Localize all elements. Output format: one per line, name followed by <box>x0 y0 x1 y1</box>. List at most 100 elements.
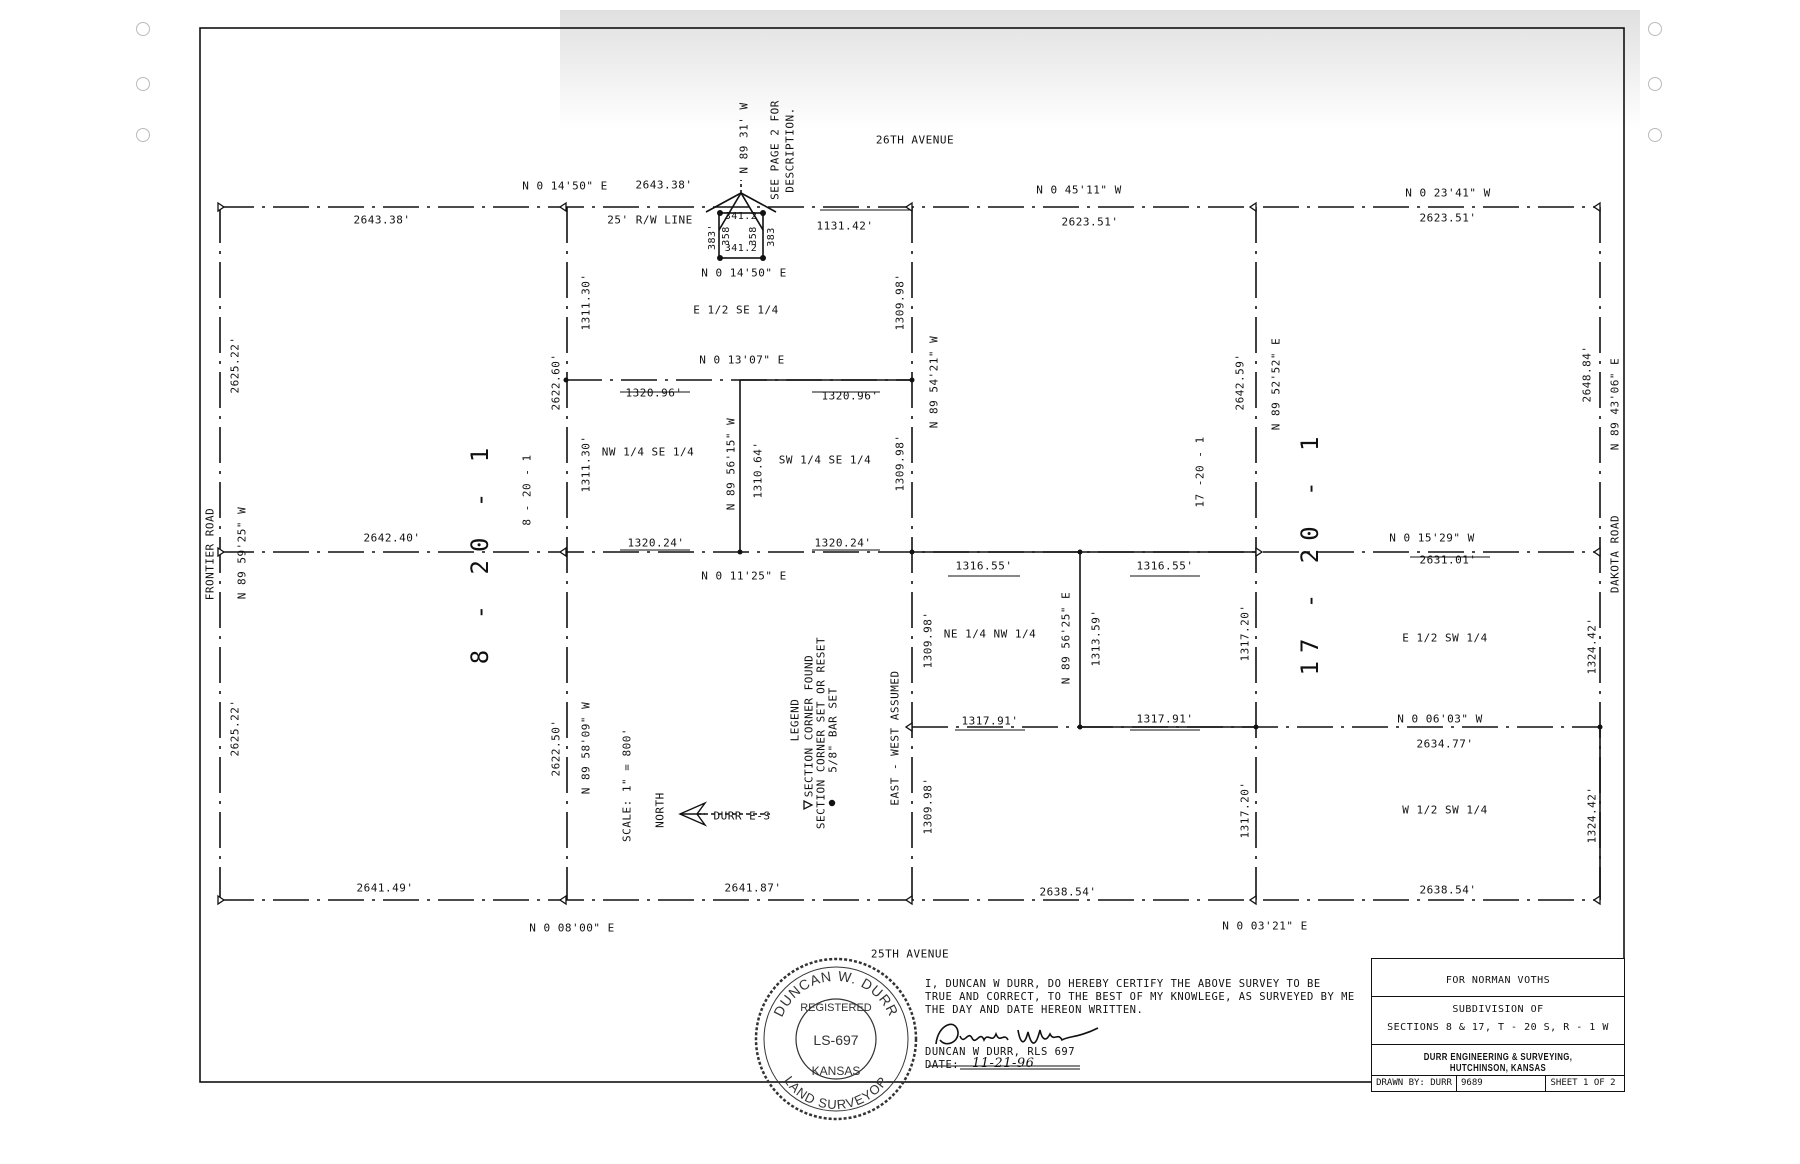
distance-label: 2648.84' <box>1580 345 1594 403</box>
distance-label: 1317.91' <box>961 714 1019 728</box>
distance-label: 1317.20' <box>1238 604 1252 662</box>
distance-label: 2623.51' <box>1061 215 1119 229</box>
section-label-8-small: 8 - 20 - 1 <box>520 454 534 526</box>
distance-label: 1309.98' <box>893 273 907 331</box>
distance-label: 2643.38' <box>635 178 693 192</box>
seal-registered: REGISTERED <box>800 1002 872 1014</box>
bearing-label: N 89 54'21" W <box>927 335 941 429</box>
distance-label: 1310.64' <box>751 441 765 499</box>
distance-label: 1309.98' <box>921 611 935 669</box>
distance-label: 1316.55' <box>1136 559 1194 573</box>
distance-label: 2625.22' <box>228 699 242 757</box>
distance-label: 1320.24' <box>814 536 872 550</box>
distance-label: 1309.98' <box>893 434 907 492</box>
distance-label: 2641.87' <box>724 881 782 895</box>
date-label: DATE: <box>925 1059 960 1071</box>
distance-label: 1313.59' <box>1089 609 1103 667</box>
distance-label: 1324.42' <box>1585 617 1599 675</box>
corner-dots <box>563 377 1603 730</box>
certificate-line: TRUE AND CORRECT, TO THE BEST OF MY KNOW… <box>925 991 1355 1003</box>
road-dakota: DAKOTA ROAD <box>1608 514 1622 594</box>
certificate-line: THE DAY AND DATE HEREON WRITTEN. <box>925 1004 1144 1016</box>
tract-left-label: 383' <box>707 223 718 251</box>
rw-line-label: 25' R/W LINE <box>607 213 693 227</box>
tract-bottom-label: 341.2 <box>724 243 758 254</box>
tract-note-line1: SEE PAGE 2 FOR <box>768 100 782 200</box>
distance-label: 2641.49' <box>356 881 414 895</box>
seal-state: KANSAS <box>812 1064 861 1078</box>
corner-triangles <box>217 201 1601 906</box>
sheet-number: SHEET 1 OF 2 <box>1550 1078 1616 1088</box>
sections-label: SECTIONS 8 & 17, T - 20 S, R - 1 W <box>1387 1022 1609 1033</box>
north-label: NORTH <box>653 792 667 828</box>
area-label: E 1/2 SE 1/4 <box>693 303 779 317</box>
distance-label: 1317.91' <box>1136 712 1194 726</box>
road-frontier: FRONTIER ROAD <box>203 507 217 601</box>
tract-inner-right-label: 358 <box>748 226 759 246</box>
distance-label: 1309.98' <box>921 777 935 835</box>
drawn-by: DRAWN BY: DURR <box>1372 1075 1457 1091</box>
area-label: NW 1/4 SE 1/4 <box>601 445 695 459</box>
area-label: E 1/2 SW 1/4 <box>1402 631 1488 645</box>
north-arrow <box>678 801 770 827</box>
bearing-label: N 0 06'03" W <box>1397 712 1483 726</box>
binder-hole <box>136 128 150 142</box>
bearing-label: N 0 14'50" E <box>522 179 608 193</box>
distance-label: 2642.40' <box>363 531 421 545</box>
bearing-label: N 89 52'52" E <box>1269 337 1283 431</box>
distance-label: 1320.96' <box>821 389 879 403</box>
job-number: 9689 <box>1457 1075 1546 1091</box>
legend-found: SECTION CORNER FOUND <box>802 654 816 798</box>
certificate-line: I, DUNCAN W DURR, DO HEREBY CERTIFY THE … <box>925 978 1321 990</box>
section-label-17-small: 17 -20 - 1 <box>1193 436 1207 508</box>
bearing-label: N 89 58'09" W <box>579 701 593 795</box>
bearing-label: N 89 56'15" W <box>724 417 738 511</box>
bearing-label: N 89 31' W <box>737 102 751 174</box>
bearing-label: N 0 15'29" W <box>1389 531 1475 545</box>
east-west-assumed-label: EAST - WEST ASSUMED <box>888 670 902 806</box>
binder-hole <box>136 77 150 91</box>
binder-hole <box>136 22 150 36</box>
bearing-label: N 0 14'50" E <box>701 266 787 280</box>
distance-label: 1317.20' <box>1238 781 1252 839</box>
distance-label: 2625.22' <box>228 336 242 394</box>
seal-number: LS-697 <box>813 1032 858 1048</box>
bearing-label: N 0 11'25" E <box>701 569 787 583</box>
section-label-17: 17 - 20 - 1 <box>1296 428 1324 676</box>
binder-hole <box>1648 22 1662 36</box>
section-label-8: 8 - 20 - 1 <box>466 439 494 665</box>
distance-label: 1320.24' <box>627 536 685 550</box>
scale-label: SCALE: 1" = 800' <box>620 728 634 842</box>
certificate: I, DUNCAN W DURR, DO HEREBY CERTIFY THE … <box>925 978 1365 1017</box>
area-label: NE 1/4 NW 1/4 <box>943 627 1037 641</box>
bearing-label: N 0 03'21" E <box>1222 919 1308 933</box>
legend-title: LEGEND <box>788 698 802 742</box>
binder-hole <box>1648 128 1662 142</box>
surveyor-name: DUNCAN W DURR, RLS 697 <box>925 1046 1076 1058</box>
legend-set: SECTION CORNER SET OR RESET <box>814 636 828 830</box>
area-label: W 1/2 SW 1/4 <box>1402 803 1488 817</box>
legend-bar: 5/8" BAR SET <box>826 687 840 773</box>
distance-label: 2631.01' <box>1419 553 1477 567</box>
bearing-label: N 0 23'41" W <box>1405 186 1491 200</box>
distance-label: 2638.54' <box>1039 885 1097 899</box>
bearing-label: N 0 45'11" W <box>1036 183 1122 197</box>
subdivision-label: SUBDIVISION OF <box>1452 1004 1544 1015</box>
section-lines <box>218 206 1601 901</box>
bearing-label: N 0 13'07" E <box>699 353 785 367</box>
firm-name: DURR ENGINEERING & SURVEYING, HUTCHINSON… <box>1423 1052 1573 1074</box>
bar-markers <box>717 210 836 807</box>
tract-right-label: 383 <box>766 227 777 247</box>
title-block: FOR NORMAN VOTHS SUBDIVISION OF SECTIONS… <box>1371 958 1625 1092</box>
drawing-frame <box>199 27 1625 1083</box>
tract-top-label: 341.2 <box>724 211 758 222</box>
north-arrow-label: DURR E-S <box>713 809 771 823</box>
bearing-label: N 89 43'06" E <box>1608 357 1622 451</box>
distance-label: 2622.50' <box>549 719 563 777</box>
tract-inner-left-label: 358 <box>721 226 732 246</box>
tract-note-line2: DESCRIPTION. <box>783 107 797 193</box>
distance-label: 1311.30' <box>579 273 593 331</box>
road-25th-avenue: 25TH AVENUE <box>870 947 950 961</box>
